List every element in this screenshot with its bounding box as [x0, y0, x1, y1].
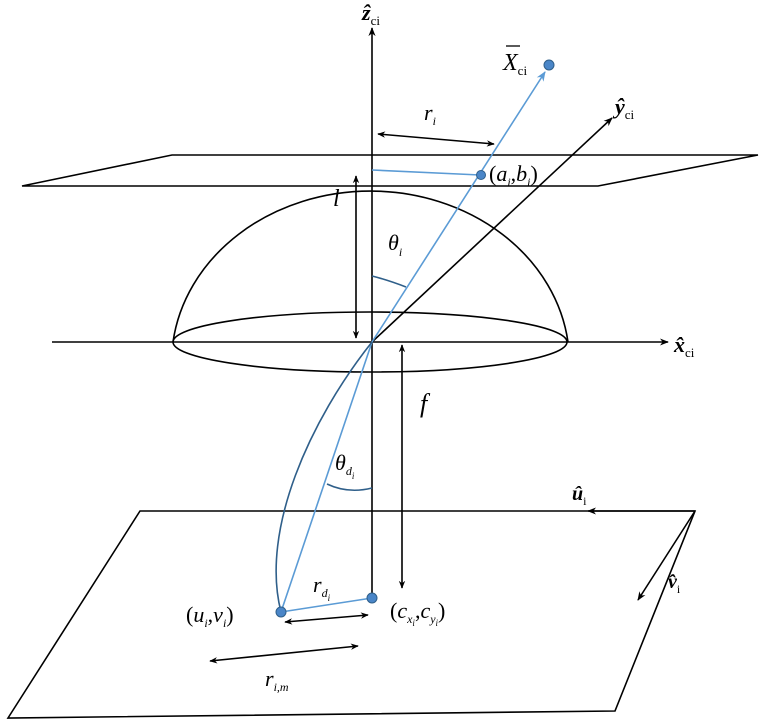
f-label: f	[420, 389, 431, 418]
v-axis	[637, 510, 696, 601]
ab-point-label: (ai,bi)	[489, 161, 538, 189]
undistorted-ray	[280, 341, 373, 613]
principal-point-marker	[366, 592, 378, 604]
uv-point-label: (ui,vi)	[186, 602, 234, 630]
z-axis-label: ẑci	[361, 0, 380, 28]
image-plane-radial-line	[280, 597, 373, 613]
ab-point-marker	[476, 170, 486, 180]
r-im-dimension-arrow	[209, 643, 359, 664]
theta-d-arc	[326, 483, 373, 492]
hemisphere-dome	[172, 190, 569, 343]
r-d-label: rdi	[313, 572, 331, 603]
distorted-ray-curve	[275, 341, 373, 613]
y-axis	[371, 117, 613, 343]
theta-d-label: θdi	[335, 450, 355, 481]
r-d-dimension-arrow	[284, 612, 369, 625]
theta-i-label: θi	[388, 230, 402, 259]
principal-point-label: (cxi,cyi)	[390, 598, 445, 628]
x-axis-label: x̂ci	[673, 332, 695, 360]
uv-point-marker	[275, 606, 287, 618]
r-i-label: ri	[424, 100, 436, 128]
y-axis-label: ŷci	[612, 94, 635, 122]
upper-plane-radial-line	[371, 169, 481, 176]
l-label: l	[333, 186, 340, 212]
r-im-label: ri,m	[265, 666, 289, 694]
upper-plane	[21, 154, 759, 187]
r-i-dimension-arrow	[377, 131, 495, 147]
theta-i-arc	[371, 275, 407, 288]
u-axis-label: ûi	[572, 483, 587, 508]
world-point-marker	[543, 59, 555, 71]
world-point-label: Xci	[502, 50, 527, 78]
image-plane	[6, 510, 697, 719]
v-axis-label: v̂i	[668, 571, 681, 596]
incoming-ray	[371, 71, 546, 343]
